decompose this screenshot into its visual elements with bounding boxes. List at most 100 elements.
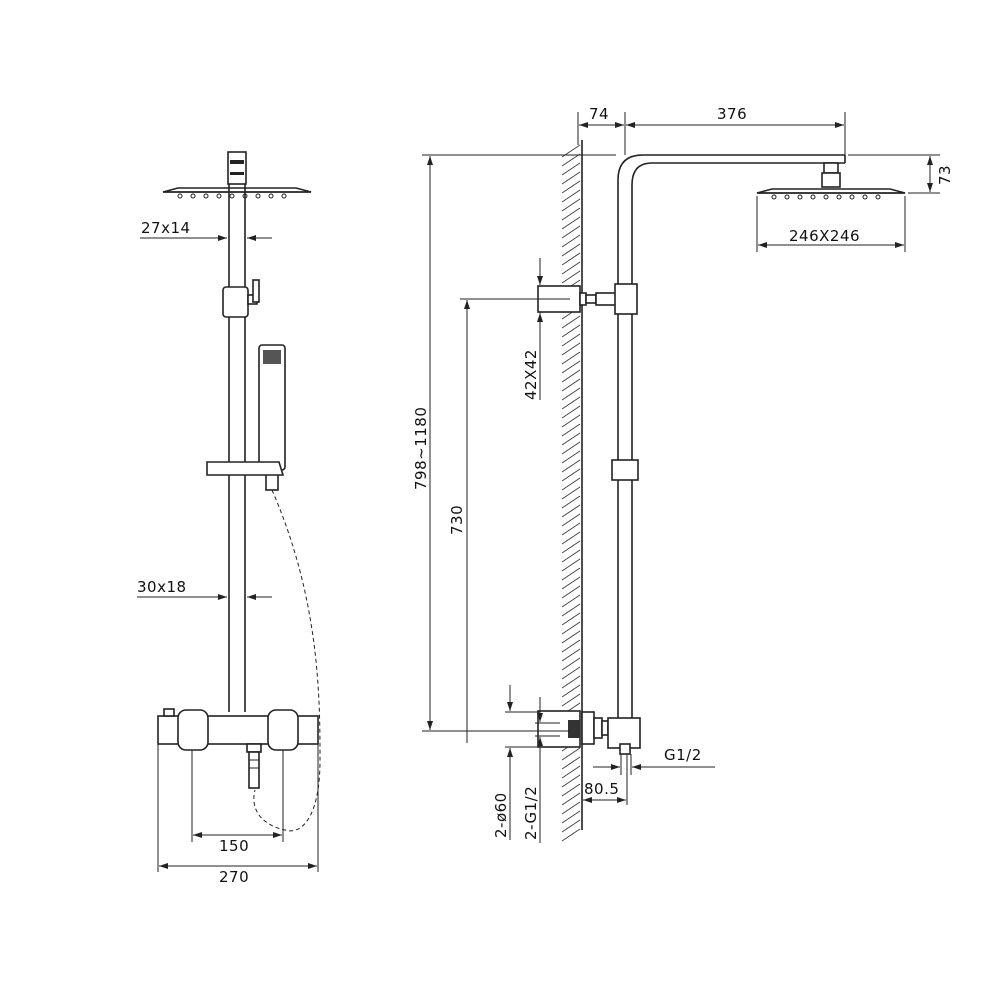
hatch-line: [561, 540, 581, 554]
hatch-line: [561, 153, 581, 167]
hatch-line: [561, 657, 581, 671]
nozzle: [216, 193, 222, 199]
hatch-line: [561, 468, 581, 482]
nozzle: [836, 194, 842, 200]
hatch-line: [561, 378, 581, 392]
dim-label: 30x18: [137, 578, 187, 596]
hatch-line: [561, 189, 581, 203]
hatch-line: [561, 639, 581, 653]
hatch-line: [561, 774, 581, 788]
hatch-line: [561, 171, 581, 185]
nozzle: [849, 194, 855, 200]
hatch-line: [561, 828, 581, 842]
hatch-line: [561, 396, 581, 410]
nozzle: [268, 193, 274, 199]
dim-label: 2-ø60: [492, 792, 510, 838]
slider-holder: [206, 461, 285, 476]
rail-rod: [228, 184, 246, 712]
dimension-mixer-width: 270: [157, 744, 319, 886]
hatch-line: [561, 207, 581, 221]
overhead-shower-head: [162, 151, 312, 199]
dimension-rail-top: 27x14: [140, 219, 272, 241]
hatch-line: [561, 819, 581, 833]
dim-label: 730: [448, 505, 466, 535]
dim-label: 42X42: [522, 349, 540, 400]
hatch-line: [561, 783, 581, 797]
hatch-line: [561, 549, 581, 563]
dim-label: 246X246: [789, 227, 860, 245]
hatch-line: [561, 198, 581, 212]
hatch-line: [561, 792, 581, 806]
dimension-outlet-offset: 80.5: [583, 754, 628, 805]
nozzle: [771, 194, 777, 200]
hatch-line: [561, 747, 581, 761]
dimension-cover-diameter: 2-ø60: [492, 685, 540, 840]
hatch-line: [561, 495, 581, 509]
nozzle: [255, 193, 261, 199]
nozzle: [177, 193, 183, 199]
hatch-line: [561, 522, 581, 536]
nozzle: [797, 194, 803, 200]
hatch-line: [561, 333, 581, 347]
hatch-line: [561, 684, 581, 698]
hose: [253, 489, 321, 832]
hatch-line: [561, 630, 581, 644]
dimension-outlet-thread: G1/2: [593, 746, 715, 775]
hatch-line: [561, 180, 581, 194]
nozzle: [203, 193, 209, 199]
hatch-line: [561, 225, 581, 239]
hatch-line: [561, 621, 581, 635]
diverter-valve: [222, 279, 260, 318]
side-view: 74 376 73 246X246 798~1180 73: [412, 105, 954, 843]
hatch-line: [561, 504, 581, 518]
hatch-line: [561, 369, 581, 383]
front-view: 27x14 30x18 150 270: [137, 151, 321, 886]
hatch-line: [561, 270, 581, 284]
dim-label: 73: [936, 165, 954, 185]
dim-label: 80.5: [584, 780, 619, 798]
dim-label: 798~1180: [412, 407, 430, 490]
hatch-line: [561, 252, 581, 266]
dimension-wall-offset: 74: [577, 105, 626, 155]
hatch-line: [561, 324, 581, 338]
hatch-line: [561, 315, 581, 329]
hatch-line: [561, 810, 581, 824]
hatch-line: [561, 261, 581, 275]
hatch-line: [561, 576, 581, 590]
hatch-line: [561, 675, 581, 689]
hatch-line: [561, 387, 581, 401]
nozzle: [823, 194, 829, 200]
dim-label: 150: [219, 837, 249, 855]
hatch-line: [561, 243, 581, 257]
hatch-line: [561, 414, 581, 428]
dimension-bracket-size: 42X42: [522, 258, 543, 400]
dimension-bracket-spacing: 730: [448, 298, 570, 743]
hatch-line: [561, 342, 581, 356]
hatch-line: [561, 216, 581, 230]
dimension-rail-bottom: 30x18: [137, 578, 272, 600]
dimension-head-size: 246X246: [756, 196, 906, 252]
nozzle: [784, 194, 790, 200]
hatch-line: [561, 612, 581, 626]
hatch-line: [561, 432, 581, 446]
nozzle: [862, 194, 868, 200]
hatch-line: [561, 585, 581, 599]
dimension-arm-length: 376: [626, 105, 846, 155]
slider: [611, 459, 639, 481]
hatch-line: [561, 666, 581, 680]
dim-label: 270: [219, 868, 249, 886]
nozzle: [810, 194, 816, 200]
hatch-line: [561, 405, 581, 419]
hatch-line: [561, 513, 581, 527]
hatch-line: [561, 234, 581, 248]
hatch-line: [561, 801, 581, 815]
hatch-line: [561, 450, 581, 464]
hatch-line: [561, 648, 581, 662]
hatch-line: [561, 765, 581, 779]
hatch-line: [561, 459, 581, 473]
dimension-head-height: 73: [848, 154, 954, 194]
hatch-line: [561, 162, 581, 176]
hatch-line: [561, 486, 581, 500]
